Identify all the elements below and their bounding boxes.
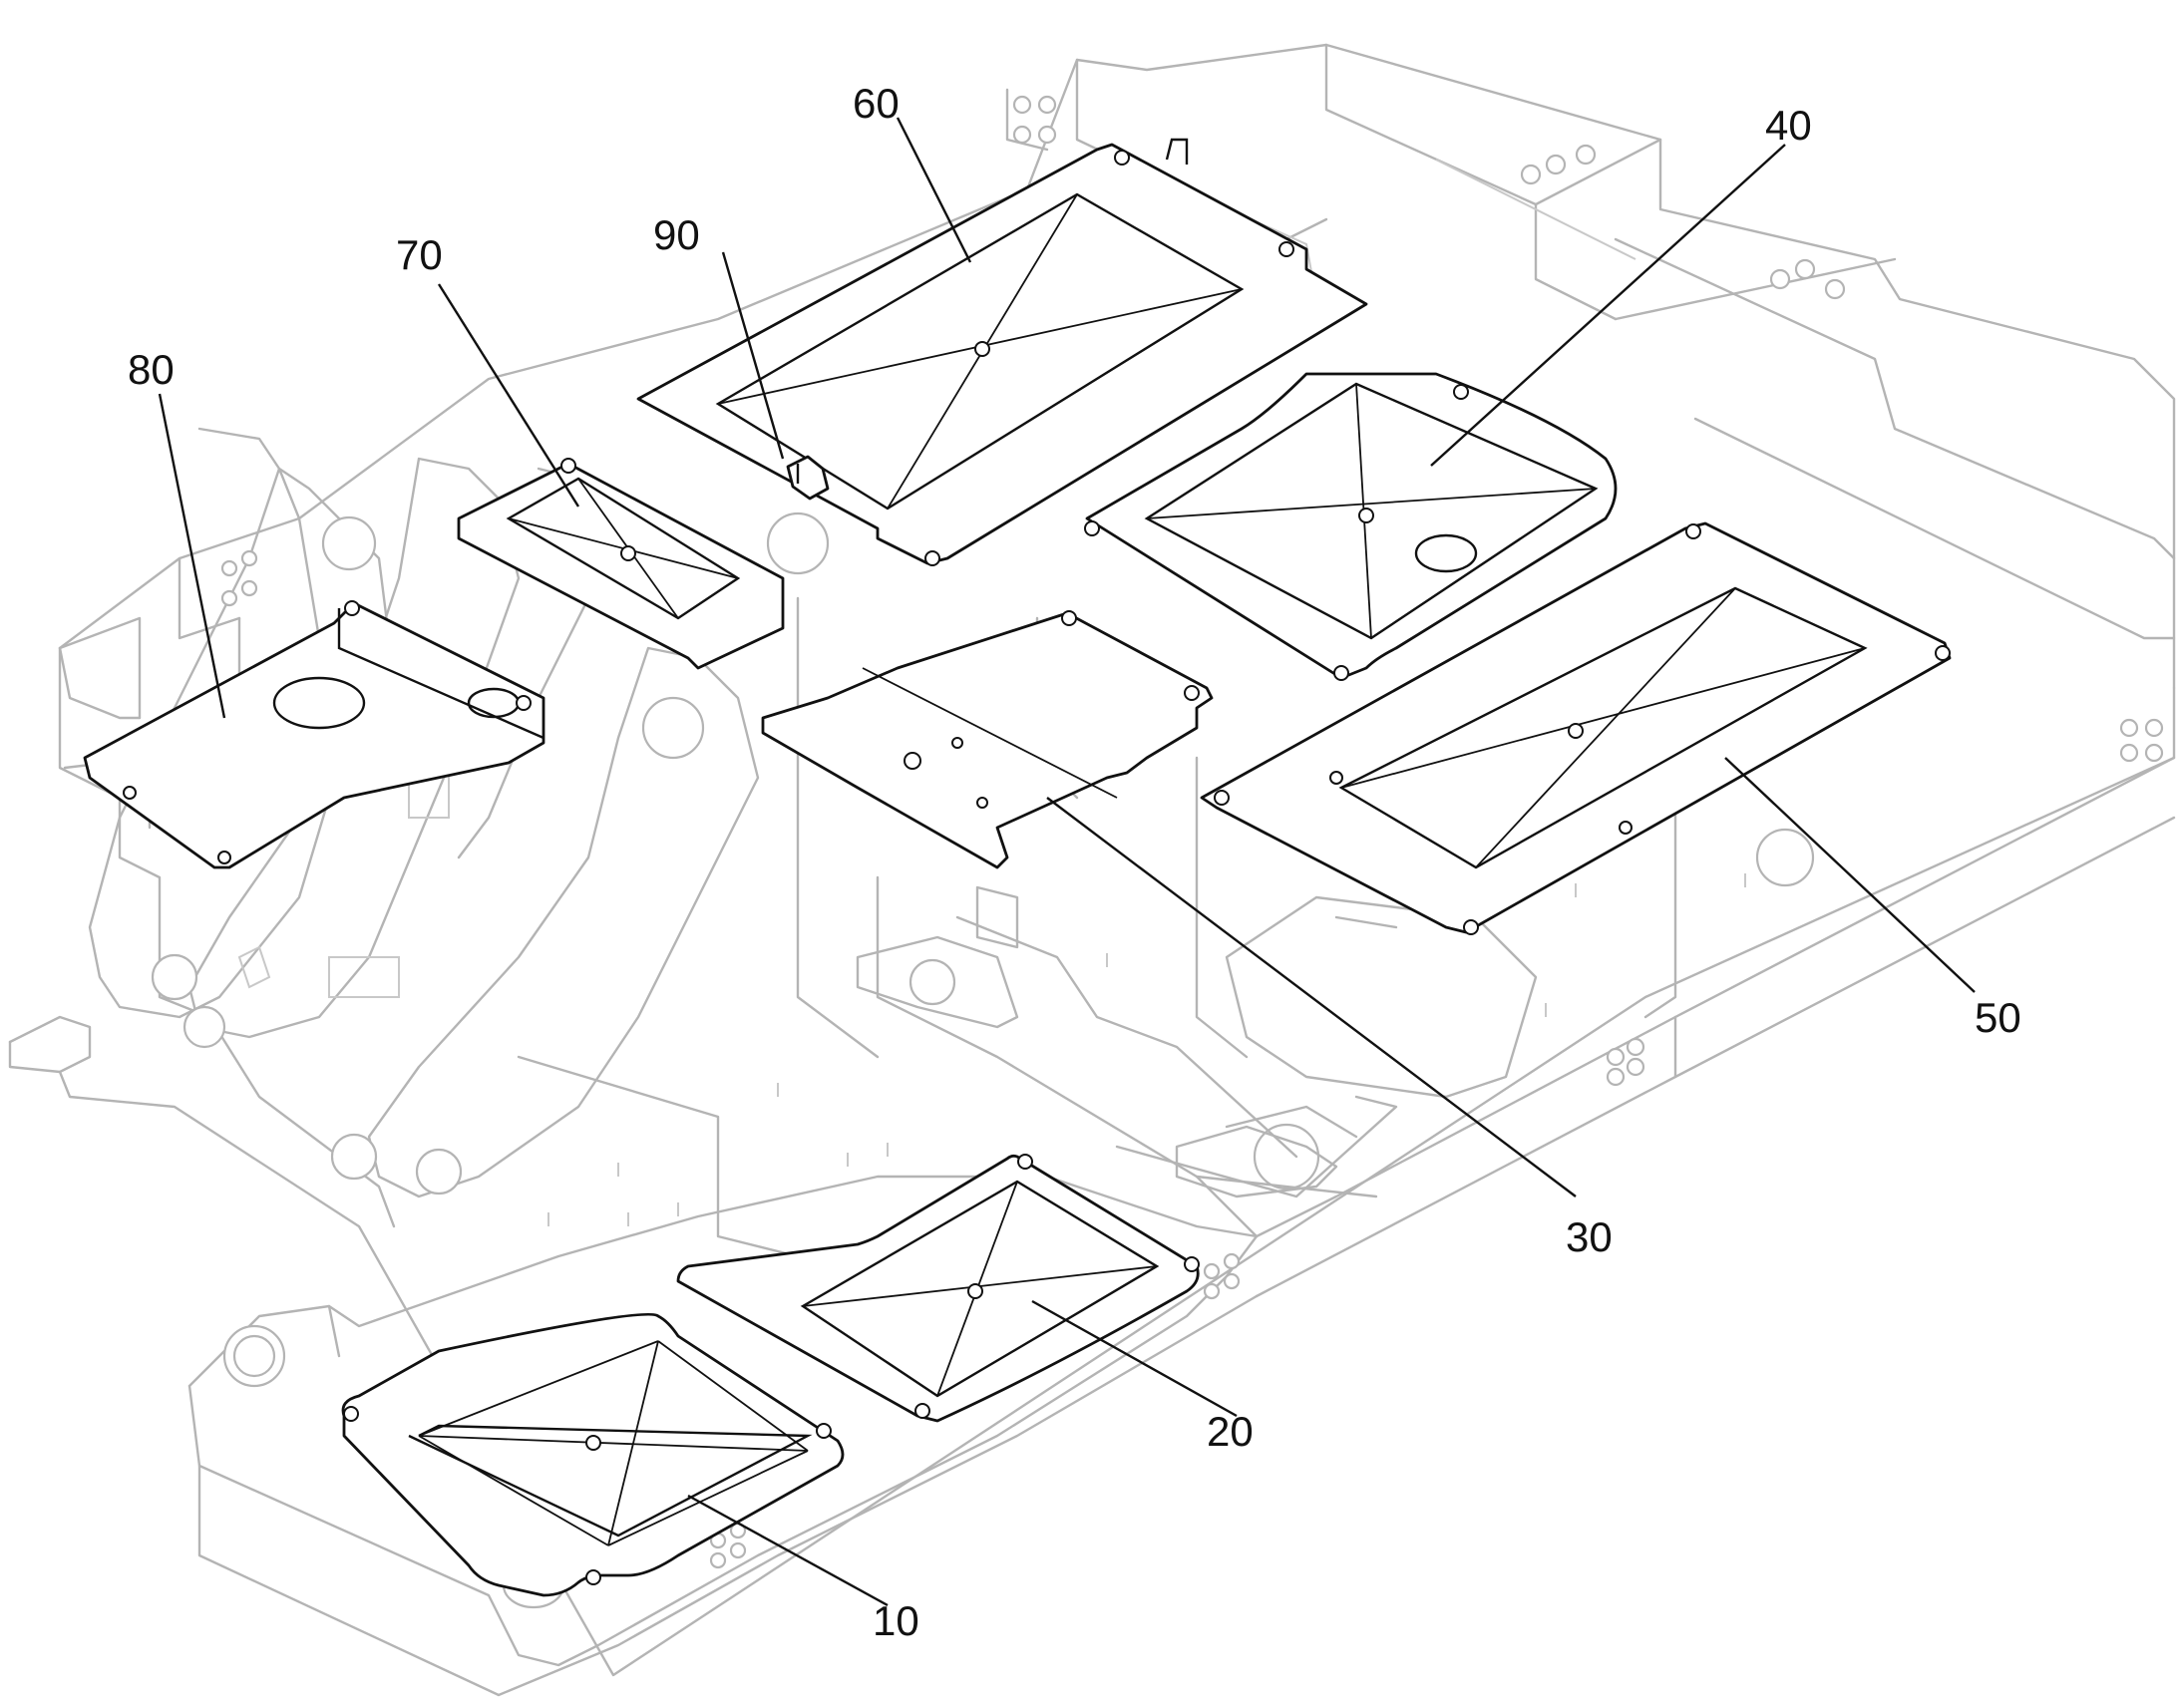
leader-lines xyxy=(158,117,1976,1607)
cover-plate-10 xyxy=(341,1312,845,1597)
label-50: 50 xyxy=(1975,994,2021,1041)
cover-plate-20 xyxy=(676,1154,1200,1423)
cover-plate-30 xyxy=(761,610,1214,869)
label-40: 40 xyxy=(1765,102,1812,149)
label-20: 20 xyxy=(1207,1408,1254,1455)
cover-plate-60 xyxy=(636,138,1368,566)
cover-plate-70 xyxy=(457,458,785,670)
label-80: 80 xyxy=(128,346,175,393)
bracket-90 xyxy=(786,455,830,501)
label-10: 10 xyxy=(873,1597,919,1644)
reference-labels: 60 40 90 70 80 50 30 20 10 xyxy=(128,80,2021,1644)
cover-plate-80 xyxy=(83,600,545,869)
label-30: 30 xyxy=(1566,1213,1613,1260)
label-70: 70 xyxy=(396,231,443,278)
cover-plate-50 xyxy=(1200,521,1952,935)
cover-plate-40 xyxy=(1084,372,1618,681)
label-60: 60 xyxy=(853,80,900,127)
label-90: 90 xyxy=(653,211,700,258)
